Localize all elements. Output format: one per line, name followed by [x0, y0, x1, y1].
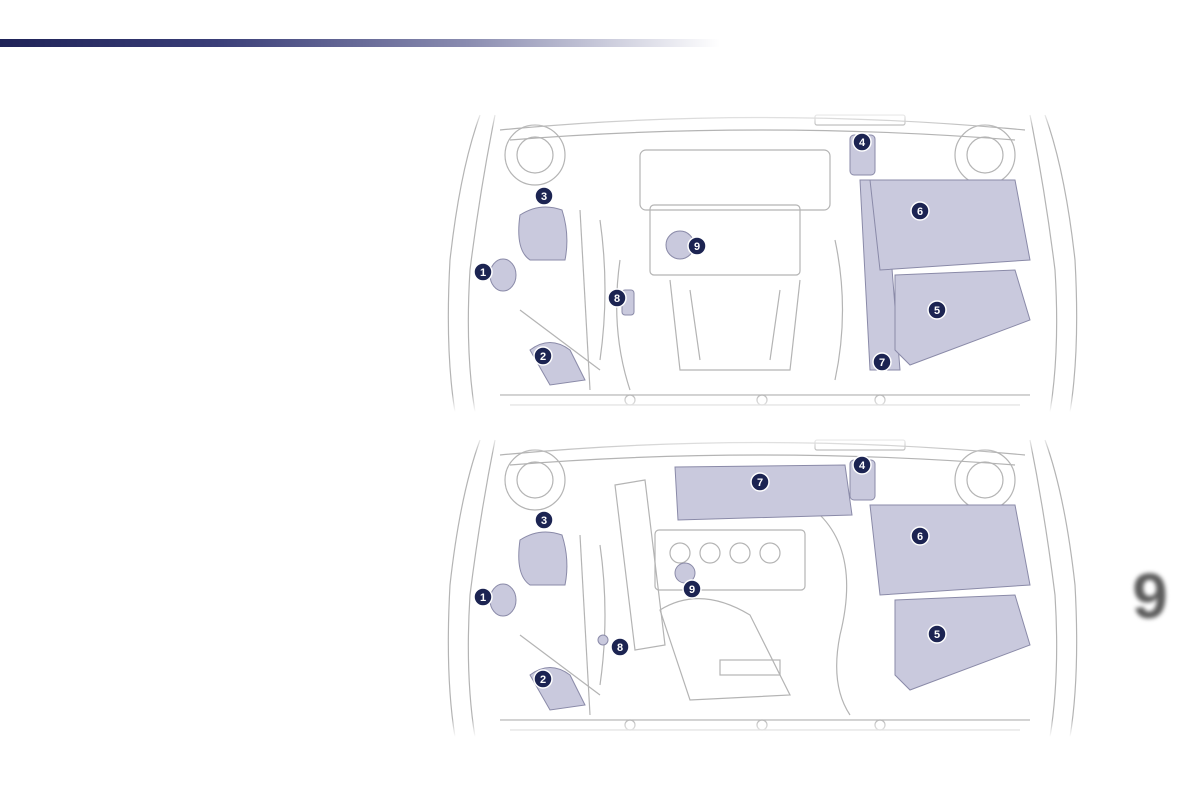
svg-text:5: 5	[934, 629, 940, 641]
svg-text:6: 6	[917, 531, 923, 543]
callout-6: 6	[911, 527, 929, 545]
engine-bay-diagram-bottom: 1 2 3 4 5 6 7 8 9	[440, 435, 1085, 737]
svg-text:9: 9	[689, 584, 695, 596]
callout-9: 9	[688, 237, 706, 255]
svg-text:5: 5	[934, 305, 940, 317]
svg-text:1: 1	[480, 592, 486, 604]
callout-1: 1	[474, 588, 492, 606]
callout-6: 6	[911, 202, 929, 220]
callout-3: 3	[535, 511, 553, 529]
svg-text:4: 4	[859, 460, 866, 472]
svg-text:2: 2	[540, 674, 546, 686]
engine-bay-illustration: 1 2 3 4 5 6 7 8 9	[440, 435, 1085, 737]
svg-text:3: 3	[541, 191, 547, 203]
callout-7: 7	[751, 473, 769, 491]
callout-5: 5	[928, 301, 946, 319]
header-gradient-bar	[0, 39, 720, 47]
callout-9: 9	[683, 580, 701, 598]
svg-text:8: 8	[617, 642, 623, 654]
svg-text:7: 7	[757, 477, 763, 489]
callout-8: 8	[611, 638, 629, 656]
svg-text:1: 1	[480, 267, 486, 279]
svg-text:9: 9	[694, 241, 700, 253]
svg-text:6: 6	[917, 206, 923, 218]
callout-2: 2	[534, 670, 552, 688]
svg-text:2: 2	[540, 351, 546, 363]
engine-bay-illustration: 1 2 3 4 5 6 7 8 9	[440, 110, 1085, 412]
svg-text:7: 7	[879, 357, 885, 369]
engine-bay-diagram-top: 1 2 3 4 5 6 7 8 9	[440, 110, 1085, 412]
chapter-number: 9	[1120, 556, 1180, 636]
svg-text:3: 3	[541, 515, 547, 527]
callout-2: 2	[534, 347, 552, 365]
callout-7: 7	[873, 353, 891, 371]
callout-5: 5	[928, 625, 946, 643]
callout-8: 8	[608, 289, 626, 307]
callout-4: 4	[853, 456, 871, 474]
callout-1: 1	[474, 263, 492, 281]
callout-3: 3	[535, 187, 553, 205]
svg-text:4: 4	[859, 137, 866, 149]
callout-4: 4	[853, 133, 871, 151]
svg-text:8: 8	[614, 293, 620, 305]
